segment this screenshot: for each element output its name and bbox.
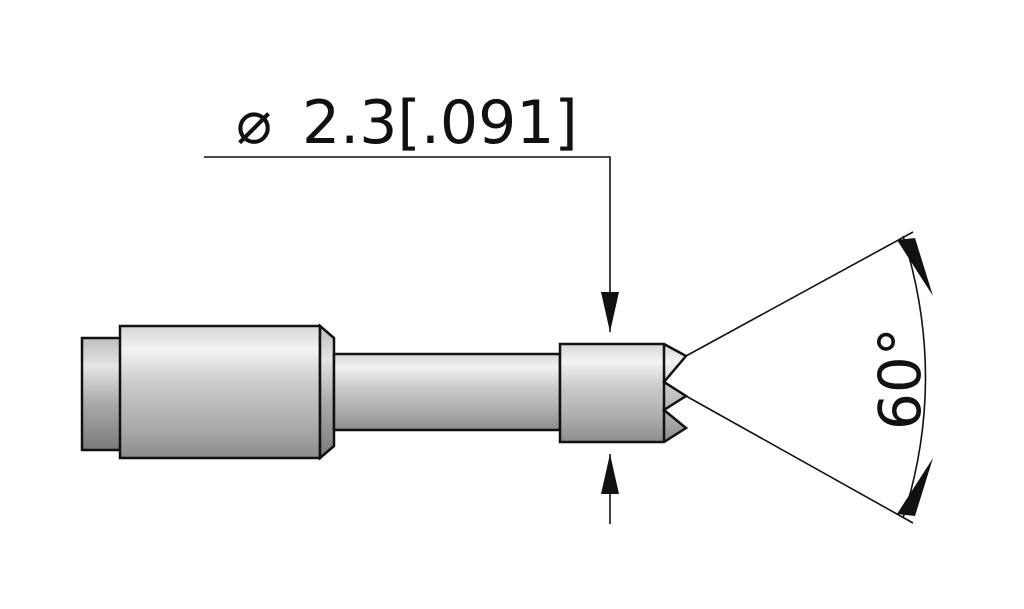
angle-line-upper [685,231,914,357]
neck [332,352,562,432]
diameter-dimension [204,156,619,524]
main-shank [118,324,322,460]
rear-stub [80,336,124,452]
arrow-bottom [601,454,619,494]
angle-arrow-top [897,238,933,296]
angle-line-lower [685,395,914,524]
angle-dimension [685,231,933,524]
arrow-top [601,292,619,332]
angle-arrow-bottom [897,458,933,516]
angle-label: 60° [866,327,934,430]
cutter-head [558,342,689,444]
tool-body [80,323,689,461]
leader-line [204,156,611,332]
diameter-label: 2.3[.091] [302,88,578,158]
angle-arc [902,235,927,519]
diameter-symbol: ⌀ [236,88,272,158]
shank-chamfer [318,323,336,461]
